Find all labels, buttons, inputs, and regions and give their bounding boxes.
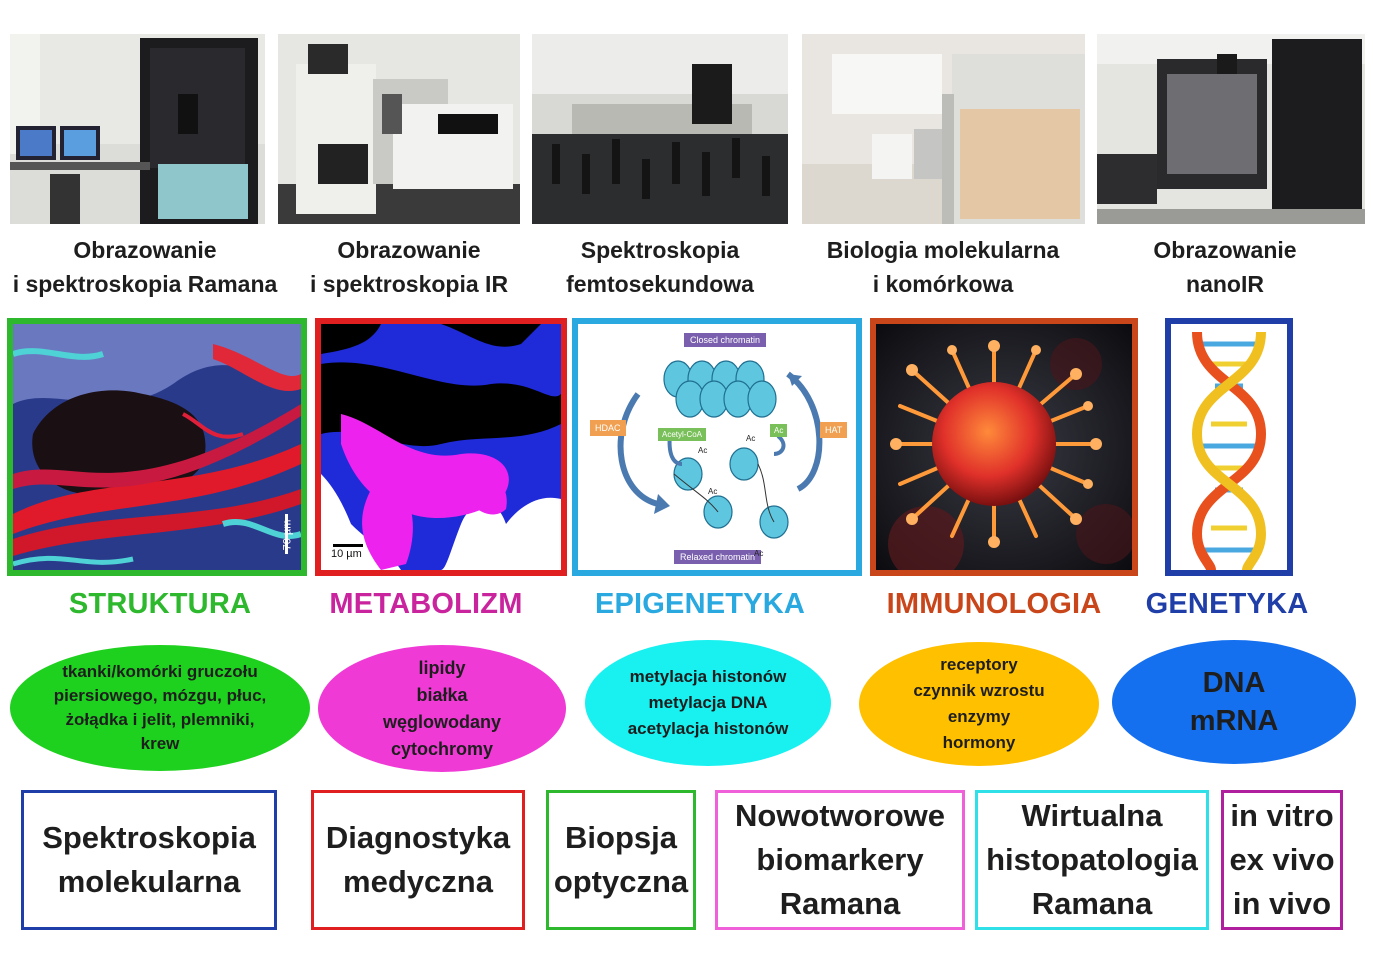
lab-label-ir: Obrazowanie i spektroskopia IR (296, 233, 522, 301)
box-line: Wirtualna (1021, 798, 1163, 833)
photo-nanoir-lab (1097, 34, 1365, 224)
photo-ir-lab (278, 34, 520, 224)
ellipse-line: czynnik wzrostu (913, 681, 1045, 700)
box-in-vitro-ex-vivo-in-vivo: in vitro ex vivo in vivo (1221, 790, 1343, 930)
lab-label-line: i spektroskopia Ramana (12, 271, 278, 297)
photo-bio-lab (802, 34, 1085, 224)
ellipse-line: lipidy (418, 657, 466, 678)
lab-label-line: Obrazowanie (1153, 237, 1297, 263)
lab-label-line: Obrazowanie (73, 237, 217, 263)
ellipse-immunologia: receptory czynnik wzrostu enzymy hormony (859, 642, 1099, 766)
box-line: Nowotworowe (734, 798, 946, 833)
panel-struktura: 70 µm (7, 318, 307, 576)
ellipse-line: acetylacja histonów (627, 719, 789, 738)
ac-mark: Ac (698, 446, 708, 455)
scale-bar-label: 10 µm (331, 548, 362, 560)
panel-metabolizm: 10 µm (315, 318, 567, 576)
panel-epigenetyka: Closed chromatin Relaxed chromatin HDAC … (572, 318, 862, 576)
photo-raman-lab (10, 34, 265, 224)
box-line: Diagnostyka (325, 820, 511, 855)
scale-bar-label: 70 µm (281, 519, 294, 551)
ellipse-metabolizm: lipidy białka węglowodany cytochromy (318, 645, 566, 772)
relaxed-chromatin-label: Relaxed chromatin (674, 550, 762, 564)
heading-epigenetyka: EPIGENETYKA (594, 588, 806, 620)
ellipse-line: białka (416, 684, 468, 705)
ellipse-line: enzymy (947, 707, 1011, 726)
box-line: in vitro (1230, 798, 1334, 833)
acetyl-coa-label: Acetyl-CoA (658, 428, 707, 441)
ac-mark: Ac (754, 549, 764, 558)
lab-label-line: Spektroskopia (580, 237, 740, 263)
lab-label-bio: Biologia molekularna i komórkowa (800, 233, 1086, 301)
ellipse-line: mRNA (1189, 705, 1279, 737)
photo-femto-lab (532, 34, 788, 224)
lab-label-line: i komórkowa (872, 271, 1014, 297)
box-line: histopatologia (986, 842, 1198, 877)
ellipse-line: krew (140, 734, 180, 753)
ac-tag-label: Ac (770, 424, 788, 437)
box-wirtualna-histopatologia: Wirtualna histopatologia Ramana (975, 790, 1209, 930)
lab-label-line: i spektroskopia IR (309, 271, 509, 297)
ac-mark: Ac (746, 434, 756, 443)
ellipse-line: receptory (940, 655, 1018, 674)
box-line: in vivo (1232, 886, 1332, 921)
box-line: molekularna (57, 864, 241, 899)
hat-label: HAT (820, 422, 848, 438)
box-line: Spektroskopia (42, 820, 256, 855)
lab-label-femto: Spektroskopia femtosekundowa (540, 233, 780, 301)
box-nowotworowe-biomarkery: Nowotworowe biomarkery Ramana (715, 790, 965, 930)
ellipse-line: cytochromy (390, 738, 494, 759)
lab-label-nanoir: Obrazowanie nanoIR (1110, 233, 1340, 301)
box-line: ex vivo (1229, 842, 1335, 877)
lab-label-raman: Obrazowanie i spektroskopia Ramana (0, 233, 290, 301)
ellipse-line: piersiowego, mózgu, płuc, (53, 686, 267, 705)
ellipse-epigenetyka: metylacja histonów metylacja DNA acetyla… (585, 640, 831, 766)
box-line: biomarkery (756, 842, 924, 877)
heading-metabolizm: METABOLIZM (329, 588, 523, 620)
heading-immunologia: IMMUNOLOGIA (886, 588, 1102, 620)
hdac-label: HDAC (590, 420, 626, 436)
lab-label-line: nanoIR (1186, 271, 1264, 297)
closed-chromatin-label: Closed chromatin (684, 333, 767, 347)
ellipse-line: żołądka i jelit, plemniki, (65, 710, 255, 729)
box-diagnostyka-medyczna: Diagnostyka medyczna (311, 790, 525, 930)
ellipse-struktura: tkanki/komórki gruczołu piersiowego, móz… (10, 645, 310, 771)
ellipse-line: metylacja histonów (629, 667, 787, 686)
ellipse-line: hormony (942, 733, 1016, 752)
ellipse-line: węglowodany (382, 711, 501, 732)
lab-label-line: Obrazowanie (337, 237, 481, 263)
box-biopsja-optyczna: Biopsja optyczna (546, 790, 696, 930)
ellipse-line: tkanki/komórki gruczołu (62, 662, 258, 681)
box-line: Ramana (779, 886, 901, 921)
lab-label-line: femtosekundowa (566, 271, 754, 297)
heading-struktura: STRUKTURA (68, 588, 252, 620)
box-line: Biopsja (565, 820, 677, 855)
lab-label-line: Biologia molekularna (826, 237, 1060, 263)
box-line: Ramana (1031, 886, 1153, 921)
heading-genetyka: GENETYKA (1145, 588, 1309, 620)
box-spektroskopia-molekularna: Spektroskopia molekularna (21, 790, 277, 930)
box-line: optyczna (553, 864, 689, 899)
ellipse-line: DNA (1202, 667, 1266, 699)
ellipse-line: metylacja DNA (648, 693, 768, 712)
ellipse-genetyka: DNA mRNA (1112, 640, 1356, 764)
ac-mark: Ac (708, 487, 718, 496)
panel-genetyka (1165, 318, 1293, 576)
panel-immunologia (870, 318, 1138, 576)
box-line: medyczna (343, 864, 493, 899)
